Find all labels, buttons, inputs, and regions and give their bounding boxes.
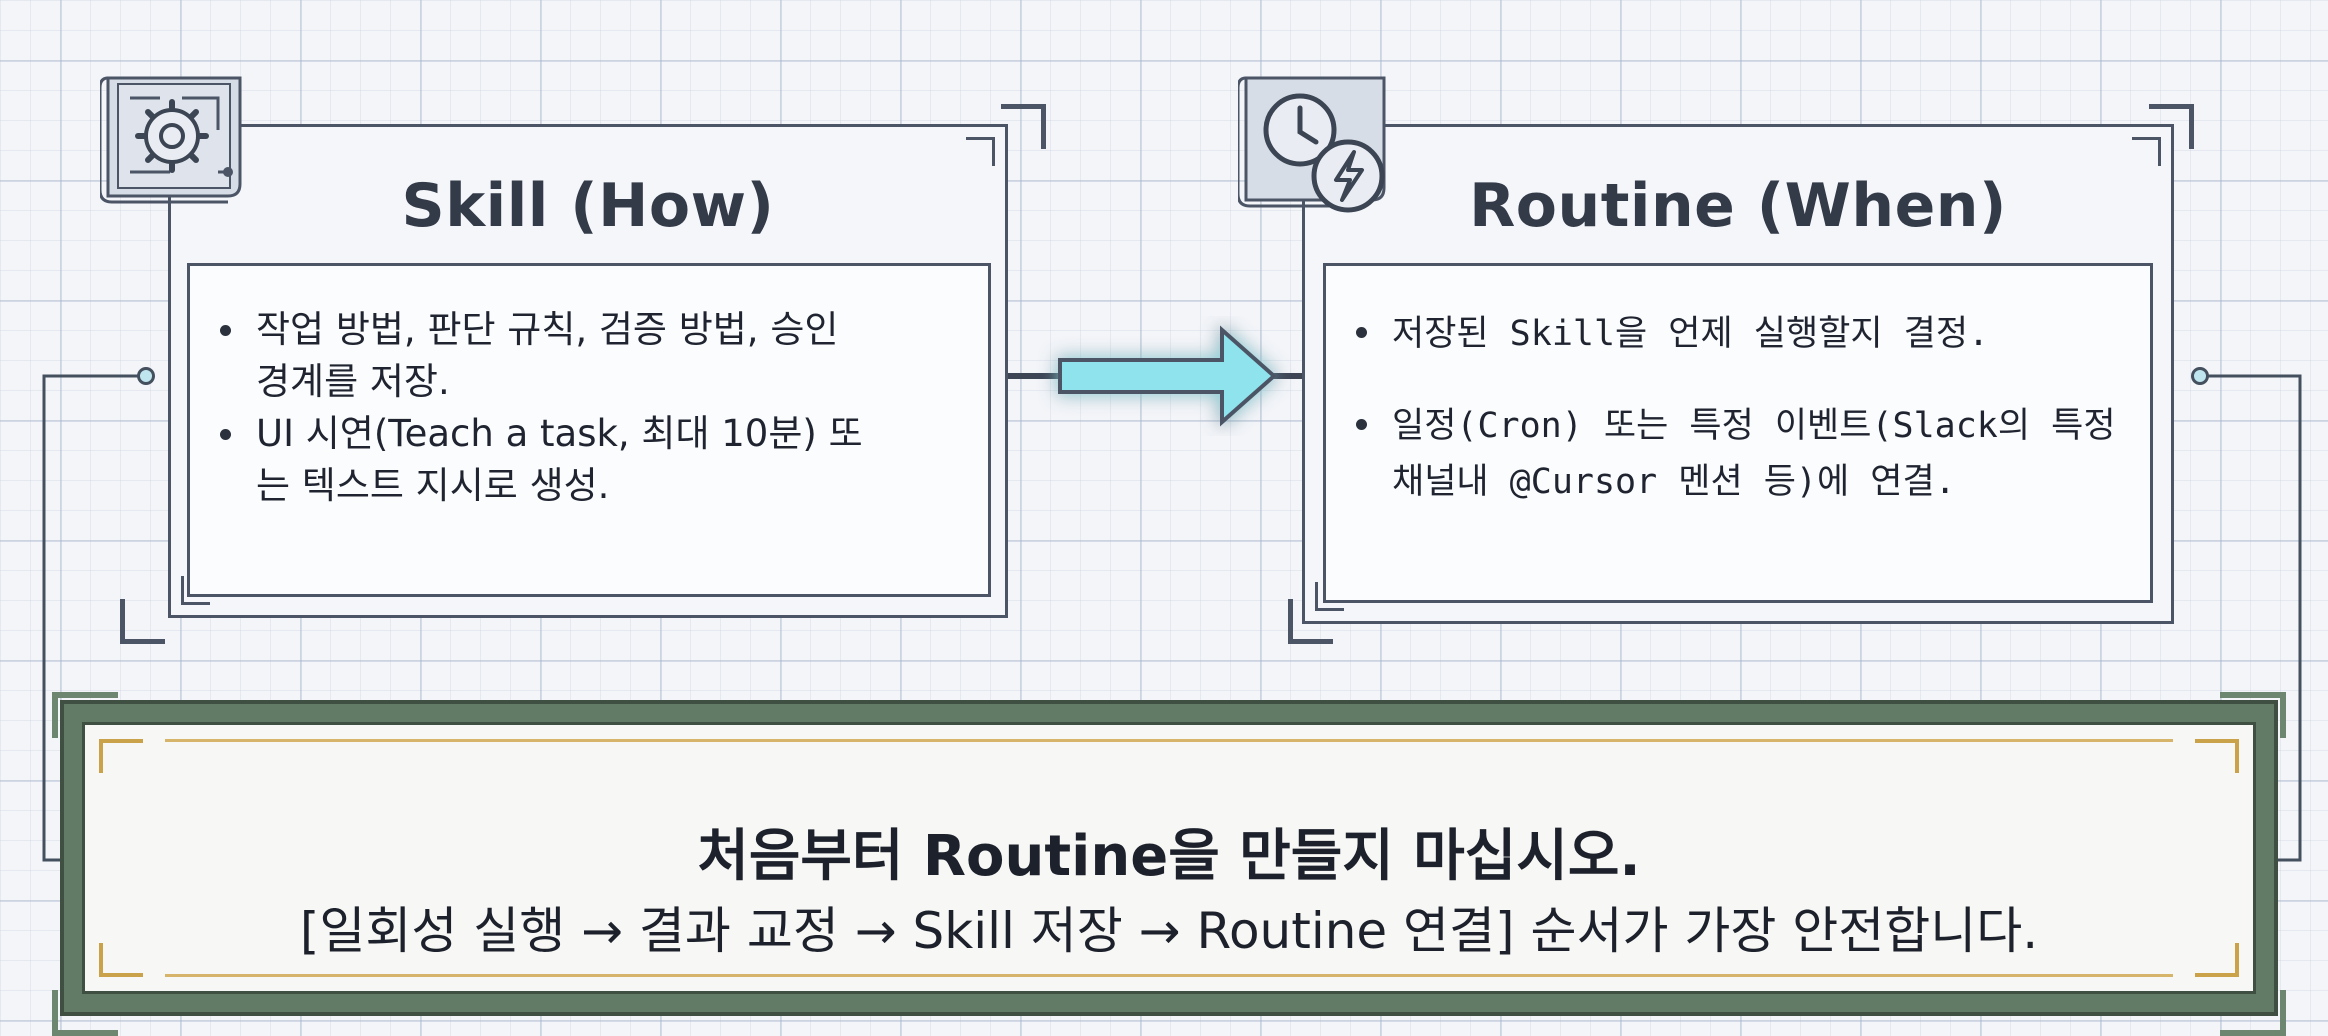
list-item: 작업 방법, 판단 규칙, 검증 방법, 승인 경계를 저장. (220, 304, 856, 408)
banner-subtitle: [일회성 실행 → 결과 교정 → Skill 저장 → Routine 연결]… (299, 902, 2039, 960)
routine-panel: Routine (When) 저장된 Skill을 언제 실행할지 결정. 일정… (1282, 104, 2194, 644)
banner-title: 처음부터 Routine을 만들지 마십시오. (697, 824, 1641, 889)
routine-panel-body: 저장된 Skill을 언제 실행할지 결정. 일정(Cron) 또는 특정 이벤… (1323, 263, 2153, 603)
routine-panel-title: Routine (When) (1469, 171, 2007, 241)
skill-panel: Skill (How) 작업 방법, 판단 규칙, 검증 방법, 승인 경계를 … (120, 104, 1046, 644)
clock-lightning-icon (1238, 76, 1386, 213)
routine-bullet-list: 저장된 Skill을 언제 실행할지 결정. 일정(Cron) 또는 특정 이벤… (1326, 306, 2192, 510)
gear-blueprint-icon (100, 76, 242, 204)
warning-banner: 처음부터 Routine을 만들지 마십시오. [일회성 실행 → 결과 교정 … (52, 692, 2286, 1036)
skill-connector-node (137, 367, 155, 385)
skill-panel-body: 작업 방법, 판단 규칙, 검증 방법, 승인 경계를 저장. UI 시연(Te… (187, 263, 991, 597)
list-item: 일정(Cron) 또는 특정 이벤트(Slack의 특정 채널내 @Cursor… (1356, 398, 2122, 510)
routine-connector-node (2191, 367, 2209, 385)
list-item: UI 시연(Teach a task, 최대 10분) 또는 텍스트 지시로 생… (220, 408, 896, 512)
right-arrow-icon (1008, 325, 1308, 427)
list-item: 저장된 Skill을 언제 실행할지 결정. (1356, 306, 2192, 362)
skill-panel-title: Skill (How) (401, 171, 775, 241)
banner-inner: 처음부터 Routine을 만들지 마십시오. [일회성 실행 → 결과 교정 … (82, 722, 2256, 994)
skill-bullet-list: 작업 방법, 판단 규칙, 검증 방법, 승인 경계를 저장. UI 시연(Te… (190, 304, 936, 512)
